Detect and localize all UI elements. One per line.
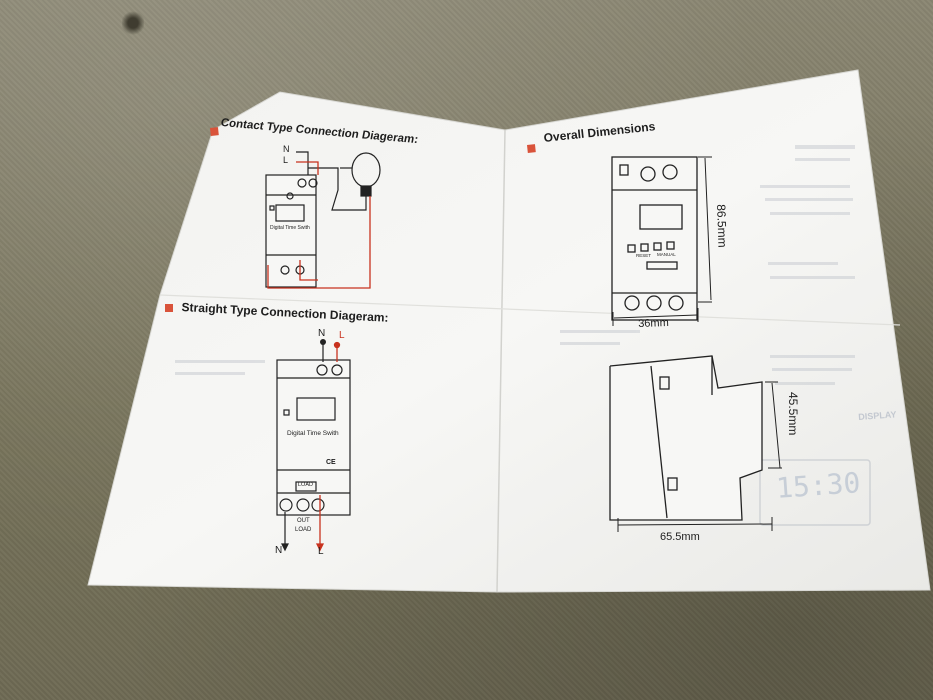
side-view — [609, 355, 763, 521]
straight-device-label: Digital Time Swith — [287, 430, 339, 437]
side-height-dimension: 45.5mm — [786, 392, 800, 436]
front-button-manual: MANUAL — [657, 252, 676, 257]
front-button-reset: RESET — [636, 253, 652, 258]
showthrough-text — [175, 145, 855, 385]
showthrough-clock: 15:30 — [775, 466, 862, 505]
straight-terminal-n-bottom: N — [275, 545, 283, 556]
straight-terminal-l-bottom: L — [318, 546, 324, 557]
straight-terminal-l-top: L — [339, 330, 345, 341]
straight-terminal-n-top: N — [318, 328, 326, 339]
showthrough-display — [759, 459, 871, 526]
contact-device-label: Digital Time Swith — [270, 225, 310, 231]
dimensions-heading-bullet — [527, 144, 536, 153]
straight-out-label: OUT — [297, 518, 310, 524]
straight-diagram-red-wires — [315, 341, 341, 552]
contact-diagram — [265, 151, 381, 288]
front-view — [611, 156, 698, 321]
front-width-dimension: 36mm — [638, 316, 669, 330]
contact-heading-bullet — [210, 127, 219, 136]
contact-terminal-l: L — [283, 155, 289, 165]
straight-ce-mark: CE — [326, 459, 336, 466]
side-view-dimension-lines — [617, 381, 782, 532]
straight-diagram — [276, 344, 351, 552]
cloth-hole — [122, 10, 144, 36]
straight-load-label-2: LOAD — [295, 527, 312, 533]
side-depth-dimension: 65.5mm — [660, 531, 700, 543]
contact-terminal-n: N — [283, 144, 290, 154]
straight-load-label: LOAD — [298, 482, 313, 488]
straight-heading-bullet — [165, 304, 173, 312]
contact-diagram-red-wires — [267, 161, 371, 289]
front-view-dimension-lines — [612, 156, 712, 326]
front-height-dimension: 86.5mm — [714, 204, 730, 248]
